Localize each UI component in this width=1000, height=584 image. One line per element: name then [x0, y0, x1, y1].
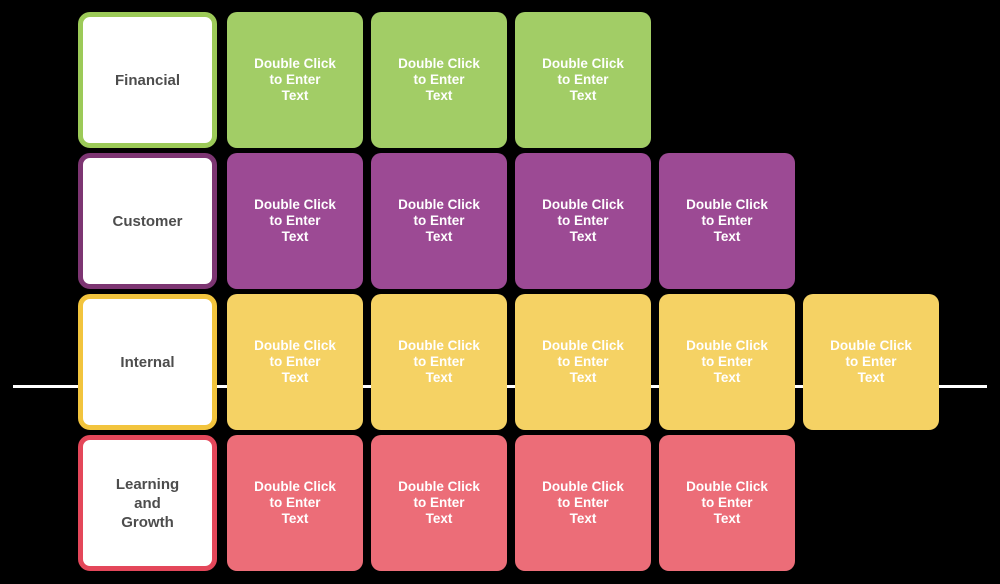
perspective-label-financial[interactable]: Financial: [78, 12, 217, 148]
card-text-line: to Enter: [269, 72, 321, 87]
label-text-line: Internal: [120, 353, 175, 371]
card-text-line: Text: [713, 229, 741, 244]
label-text-line: Growth: [121, 513, 174, 531]
card-text-line: Double Click: [830, 338, 912, 353]
card-text-line: Text: [425, 229, 453, 244]
card-text-line: to Enter: [413, 213, 465, 228]
card-text-line: to Enter: [845, 354, 897, 369]
card-text-line: Text: [281, 88, 309, 103]
card-text-line: Double Click: [686, 338, 768, 353]
card-text-line: Double Click: [398, 338, 480, 353]
card-text-line: to Enter: [269, 495, 321, 510]
card-text-line: to Enter: [413, 354, 465, 369]
card-text-line: to Enter: [701, 354, 753, 369]
card-text-line: Double Click: [686, 197, 768, 212]
card-text-line: Double Click: [398, 197, 480, 212]
card-text-line: Double Click: [398, 479, 480, 494]
perspective-label-internal[interactable]: Internal: [78, 294, 217, 430]
card-text-line: to Enter: [413, 495, 465, 510]
card-text-line: Text: [425, 88, 453, 103]
card-text-line: Text: [569, 370, 597, 385]
card-text-line: Double Click: [542, 197, 624, 212]
card-text-line: Double Click: [254, 56, 336, 71]
perspective-label-customer[interactable]: Customer: [78, 153, 217, 289]
card-text-line: Text: [425, 370, 453, 385]
card-text-line: Text: [281, 229, 309, 244]
card-text-line: to Enter: [413, 72, 465, 87]
card-text-line: to Enter: [269, 213, 321, 228]
card-text-line: Text: [569, 88, 597, 103]
card-text-line: to Enter: [557, 213, 609, 228]
card-text-line: Double Click: [254, 479, 336, 494]
card-text-line: Double Click: [254, 338, 336, 353]
label-text-line: Customer: [112, 212, 183, 230]
card-text-line: Text: [281, 370, 309, 385]
card-text-line: Text: [569, 229, 597, 244]
card-text-line: to Enter: [557, 72, 609, 87]
label-text-line: Financial: [114, 71, 181, 89]
card-text-line: to Enter: [557, 495, 609, 510]
card-text-line: Text: [713, 370, 741, 385]
label-text-line: and: [134, 494, 161, 512]
card-text-line: to Enter: [269, 354, 321, 369]
card-text-line: Double Click: [542, 479, 624, 494]
card-text-line: Text: [281, 511, 309, 526]
card-text-line: to Enter: [701, 495, 753, 510]
card-text-line: Double Click: [542, 56, 624, 71]
card-text-line: Text: [857, 370, 885, 385]
card-text-line: Double Click: [398, 56, 480, 71]
card-text-line: Double Click: [686, 479, 768, 494]
card-text-line: Double Click: [254, 197, 336, 212]
card-text-line: to Enter: [557, 354, 609, 369]
card-text-line: Text: [713, 511, 741, 526]
card-text-line: Double Click: [542, 338, 624, 353]
card-text-line: Text: [569, 511, 597, 526]
label-text-line: Learning: [115, 475, 180, 493]
card-text-line: to Enter: [701, 213, 753, 228]
card-text-line: Text: [425, 511, 453, 526]
